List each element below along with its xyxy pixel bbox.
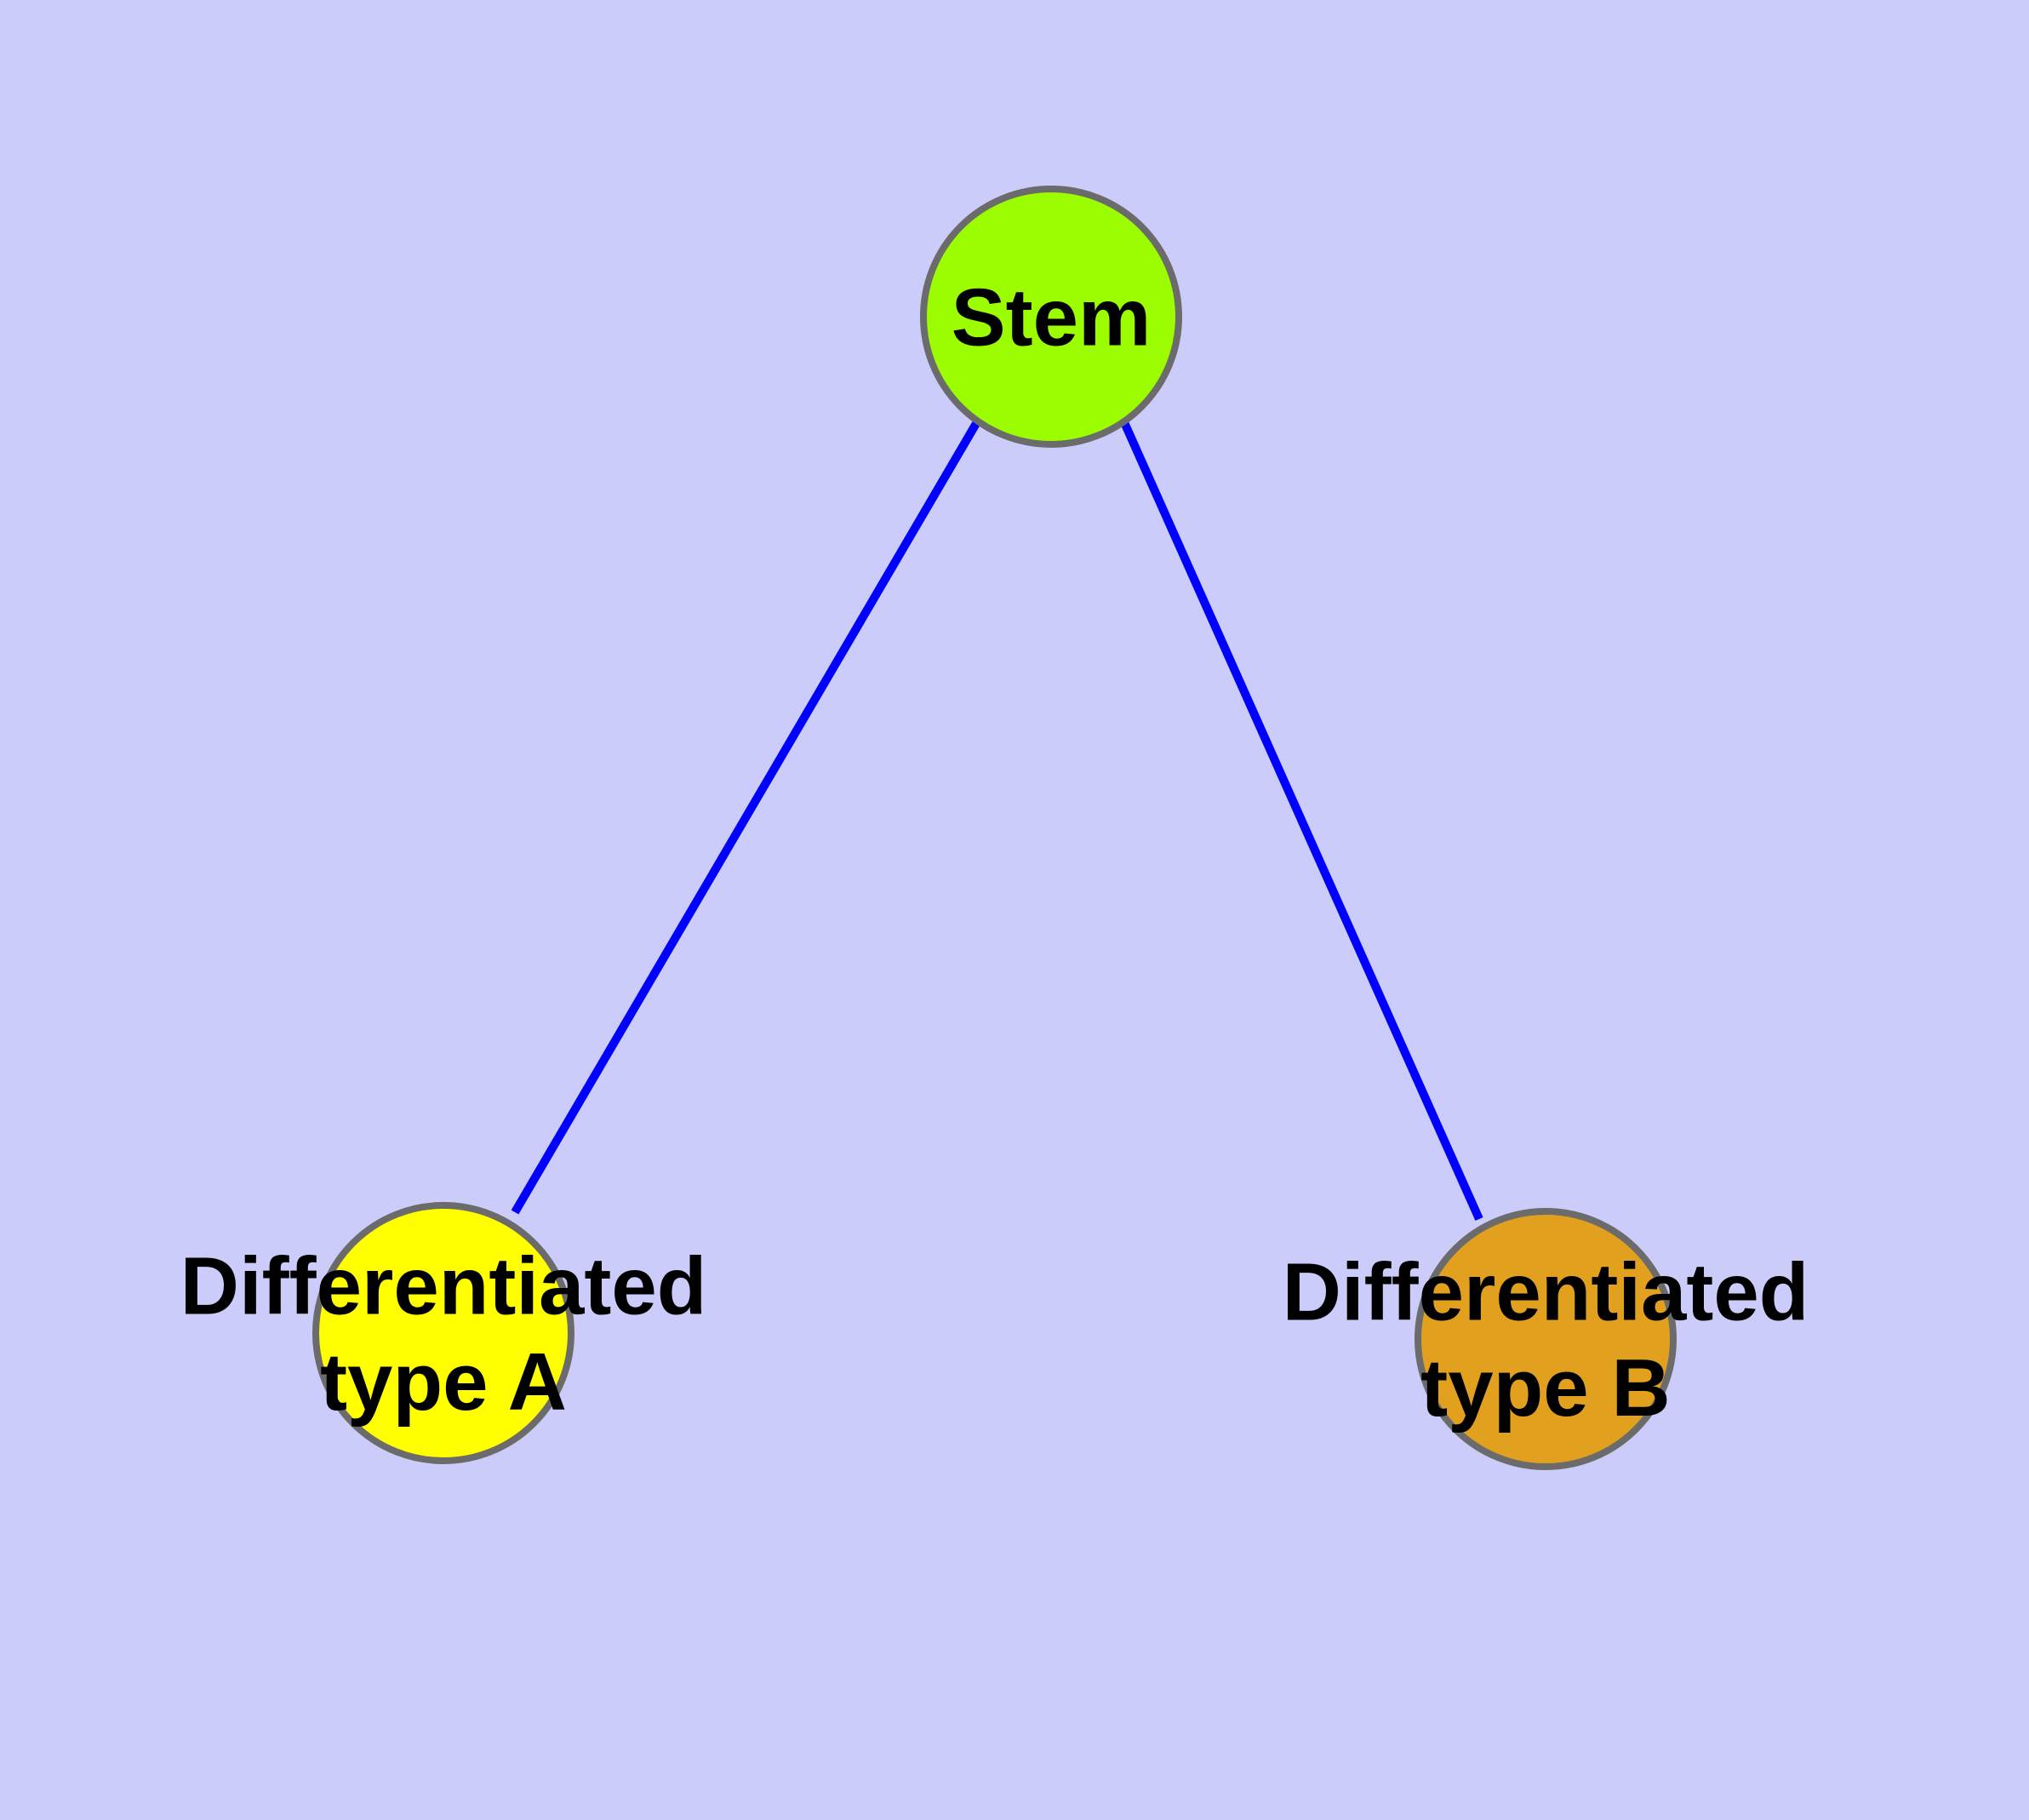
node-label-line: Differentiated [180, 1240, 707, 1331]
node-label-line: Differentiated [1283, 1246, 1809, 1337]
node-differentiated-type-a-circle[interactable] [312, 1202, 574, 1464]
node-label-line: type A [320, 1336, 567, 1428]
edges-layer [511, 418, 1483, 1222]
node-label-stem: Stem [952, 272, 1152, 363]
node-differentiated-type-b-circle[interactable] [1415, 1208, 1677, 1470]
nodes-layer [312, 186, 1677, 1470]
edge-stem-to-differentiated-type-b[interactable] [1119, 418, 1483, 1222]
node-differentiated-type-b[interactable] [1415, 1208, 1677, 1470]
edge-stem-to-differentiated-type-a[interactable] [511, 418, 982, 1215]
node-stem-circle[interactable] [920, 186, 1182, 448]
node-stem[interactable] [920, 186, 1182, 448]
node-label-line: type B [1420, 1342, 1670, 1434]
node-label-line: Stem [952, 272, 1152, 363]
node-differentiated-type-a[interactable] [312, 1202, 574, 1464]
